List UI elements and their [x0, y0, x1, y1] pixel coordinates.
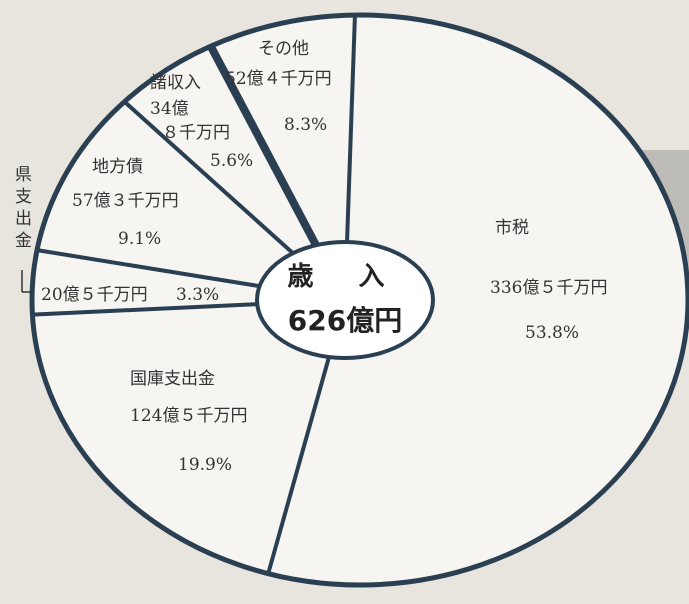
center-total-badge	[255, 240, 435, 360]
slice-label-percent: 5.6%	[210, 151, 253, 171]
slice-label-percent: 53.8%	[525, 323, 579, 343]
slice-label-percent: 3.3%	[176, 285, 219, 305]
center-title: 歳 入	[287, 262, 402, 292]
slice-label-name: 国庫支出金	[130, 369, 215, 389]
slice-label-percent: 8.3%	[284, 115, 327, 135]
slice-label-name: 市税	[495, 218, 529, 238]
slice-label-percent: 9.1%	[118, 229, 161, 249]
slice-label-name: 諸収入	[150, 73, 201, 93]
slice-label-name-vertical: 県支出金	[15, 165, 32, 251]
slice-label-amount: 57億３千万円	[72, 191, 179, 211]
slice-label-name: その他	[258, 39, 309, 59]
slice-label-amount: 52億４千万円	[225, 69, 332, 89]
slice-label-amount: 124億５千万円	[130, 406, 247, 426]
slice-label-name: 地方債	[92, 157, 143, 177]
slice-label-percent: 19.9%	[178, 455, 232, 475]
slice-label-amount-line2: ８千万円	[162, 123, 230, 143]
slice-label-amount-line1: 34億	[150, 99, 189, 119]
slice-label-amount: 336億５千万円	[490, 278, 607, 298]
center-total: 626億円	[288, 304, 402, 337]
slice-label-amount: 20億５千万円	[41, 285, 148, 305]
